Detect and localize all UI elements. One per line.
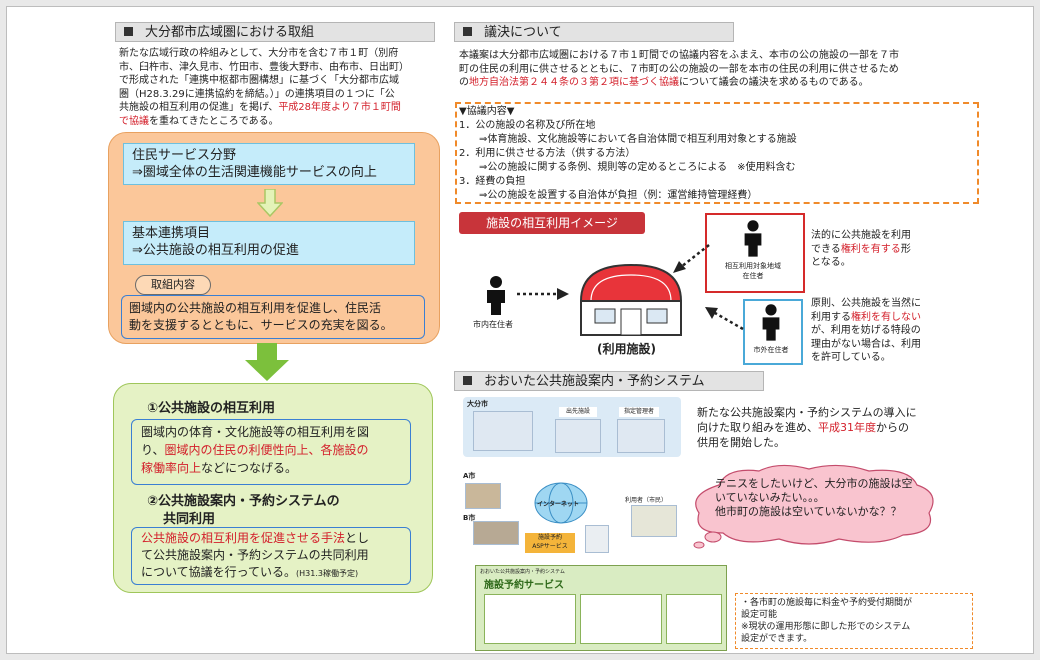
oita-city-label: 大分市 — [467, 400, 488, 408]
user-photo — [631, 505, 677, 537]
initiative-1-title: ①公共施設の相互利用 — [147, 401, 276, 416]
basic-item-box: 基本連携項目⇒公共施設の相互利用の促進 — [123, 221, 415, 265]
screen-header: おおいた公共施設案内・予約システム — [480, 569, 565, 575]
right-text-1: 法的に公共施設を利用 できる権利を有する形 となる。 — [811, 230, 911, 268]
down-arrow-icon — [257, 189, 283, 217]
initiative-2-text: 公共施設の相互利用を促進させる手法とし て公共施設案内・予約システムの共同利用 … — [141, 531, 370, 579]
city-b-building — [473, 521, 519, 545]
internet-globe-icon — [534, 482, 588, 524]
dept1-label: 出先施設 — [559, 407, 597, 417]
user-label: 利用者（市民） — [625, 497, 668, 504]
system-text: 新たな公共施設案内・予約システムの導入に 向けた取り組みを進め、平成31年度から… — [697, 406, 917, 449]
kyogi-list: ▼協議内容▼ 1．公の施設の名称及び所在地 ⇒体育施設、文化施設等において各自治… — [459, 106, 797, 201]
note-box — [735, 593, 973, 649]
dotted-arrow-icon — [673, 244, 710, 273]
note-text: ・各市町の施設毎に料金や予約受付期間が 設定可能 ※現状の運用形態に即した形での… — [741, 598, 913, 644]
area-resident-label: 相互利用対象地域在住者 — [725, 262, 781, 280]
person-icon — [744, 220, 762, 257]
outside-resident-label: 市外在住者 — [753, 346, 789, 354]
dept2-label: 指定管理者 — [619, 407, 659, 417]
system-diagram: 大分市 出先施設 指定管理者 A市 B市 インターネット 利用者（市民） 施設予… — [459, 395, 685, 553]
cloud-text: テニスをしたいけど、大分市の施設は空 いていないみたい。。。 他市町の施設は空い… — [715, 477, 913, 518]
big-down-arrow-icon — [245, 343, 289, 381]
right-section-heading-1: 議決について — [454, 22, 734, 42]
person-icon — [487, 276, 505, 315]
document-page: 大分都市広域圏における取組 新たな広域行政の枠組みとして、大分市を含む７市１町（… — [6, 6, 1034, 654]
initiative-1-text: 圏域内の体育・文化施設等の相互利用を図 り、圏域内の住民の利便性向上、各施設の … — [141, 425, 370, 475]
screen-title: 施設予約サービス — [484, 580, 564, 591]
office-photo — [473, 411, 533, 451]
city-a-label: A市 — [463, 472, 476, 480]
left-section-heading: 大分都市広域圏における取組 — [115, 22, 435, 42]
initiative-1-bracket — [131, 419, 411, 485]
person-icon — [762, 304, 780, 341]
city-b-label: B市 — [463, 514, 476, 522]
torikumi-label: 取組内容 — [135, 275, 211, 295]
square-bullet-icon — [463, 27, 472, 36]
torikumi-text: 圏域内の公共施設の相互利用を促進し、住民活動を支援するとともに、サービスの充実を… — [129, 301, 393, 332]
mutual-use-image-label: 施設の相互利用イメージ — [459, 212, 645, 234]
facility-building-icon — [579, 263, 683, 336]
resident-city-label: 市内在住者 — [473, 320, 513, 329]
initiative-2-bracket — [131, 527, 411, 585]
screen-menu-left — [484, 594, 576, 644]
manager-photo — [617, 419, 665, 453]
datacenter-building — [585, 525, 609, 553]
reservation-screen: おおいた公共施設案内・予約システム 施設予約サービス — [475, 565, 727, 651]
kyogi-content-box — [455, 102, 979, 204]
internet-label: インターネット — [537, 501, 580, 508]
area-resident-box — [705, 213, 805, 293]
giketsu-paragraph: 本議案は大分都市広域圏における７市１町間での協議内容をふまえ、本市の公の施設の一… — [459, 50, 899, 88]
right-section-heading-2: おおいた公共施設案内・予約システム — [454, 371, 764, 391]
service-field-box: 住民サービス分野⇒圏域全体の生活関連機能サービスの向上 — [123, 143, 415, 185]
initiative-2-title: ②公共施設案内・予約システムの共同利用 — [147, 494, 340, 527]
city-a-building — [465, 483, 501, 509]
intro-paragraph: 新たな広域行政の枠組みとして、大分市を含む７市１町（別府 市、臼杵市、津久見市、… — [119, 48, 409, 127]
outside-resident-box — [743, 299, 803, 365]
square-bullet-icon — [124, 27, 133, 36]
branch-photo — [555, 419, 601, 453]
torikumi-bracket — [121, 295, 425, 339]
dotted-arrow-icon — [517, 288, 569, 300]
screen-menu-mid — [580, 594, 662, 644]
dotted-arrow-icon — [705, 307, 744, 331]
facility-label: (利用施設) — [597, 342, 656, 356]
screen-menu-right — [666, 594, 722, 644]
right-text-2: 原則、公共施設を当然に 利用する権利を有しない が、利用を妨げる特段の 理由がな… — [811, 298, 921, 363]
thought-cloud-icon — [693, 464, 934, 549]
square-bullet-icon — [463, 376, 472, 385]
initiatives-panel — [113, 383, 433, 593]
